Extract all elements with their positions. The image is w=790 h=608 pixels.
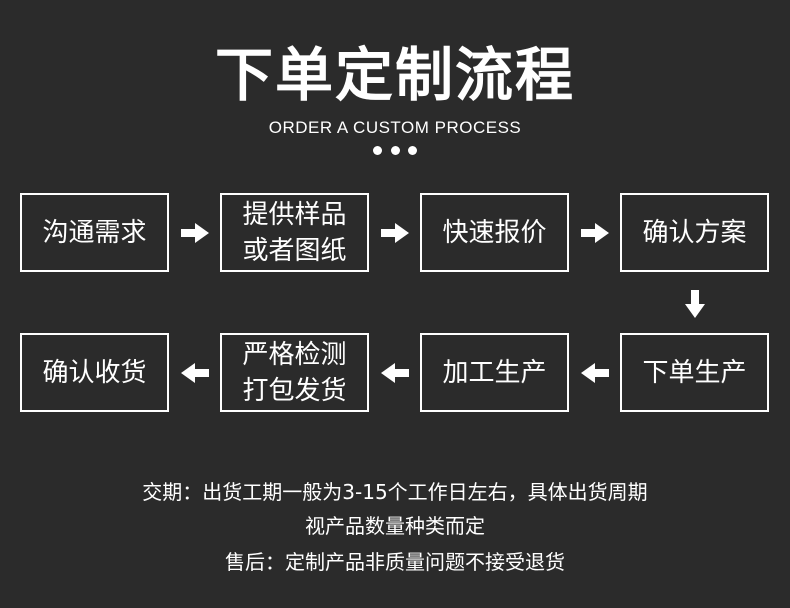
arrow-left-icon xyxy=(581,363,609,383)
step-box-inspect-ship: 严格检测 打包发货 xyxy=(220,333,369,412)
step-box-provide-samples: 提供样品 或者图纸 xyxy=(220,193,369,272)
delivery-note-continued: 视产品数量种类而定 xyxy=(305,514,485,538)
after-sales-note: 售后：定制产品非质量问题不接受退货 xyxy=(225,550,565,574)
step-label: 打包发货 xyxy=(242,375,347,406)
step-label: 确认方案 xyxy=(642,217,747,248)
step-box-communicate: 沟通需求 xyxy=(20,193,169,272)
step-box-confirm-plan: 确认方案 xyxy=(620,193,769,272)
step-label: 或者图纸 xyxy=(242,235,347,266)
dot-icon xyxy=(408,146,417,155)
page-subtitle: ORDER A CUSTOM PROCESS xyxy=(268,118,522,137)
dot-icon xyxy=(373,146,382,155)
decorative-dots xyxy=(373,146,417,156)
dot-icon xyxy=(390,146,400,155)
arrow-left-icon xyxy=(181,363,209,383)
step-label: 下单生产 xyxy=(642,357,747,388)
step-label: 加工生产 xyxy=(442,357,547,388)
step-box-place-order: 下单生产 xyxy=(620,333,769,412)
arrow-right-icon xyxy=(581,223,609,243)
arrow-right-icon xyxy=(381,223,409,243)
page-title: 下单定制流程 xyxy=(214,41,575,109)
arrow-right-icon xyxy=(181,223,209,243)
step-label: 提供样品 xyxy=(242,199,347,230)
step-label: 确认收货 xyxy=(42,357,147,388)
arrow-down-icon xyxy=(685,290,705,318)
step-box-confirm-receipt: 确认收货 xyxy=(20,333,169,412)
step-label: 严格检测 xyxy=(242,339,347,370)
delivery-note: 交期：出货工期一般为3-15个工作日左右，具体出货周期 xyxy=(142,480,648,504)
arrow-left-icon xyxy=(381,363,409,383)
step-label: 沟通需求 xyxy=(42,217,147,248)
step-box-processing: 加工生产 xyxy=(420,333,569,412)
step-label: 快速报价 xyxy=(442,217,547,248)
step-box-quote: 快速报价 xyxy=(420,193,569,272)
